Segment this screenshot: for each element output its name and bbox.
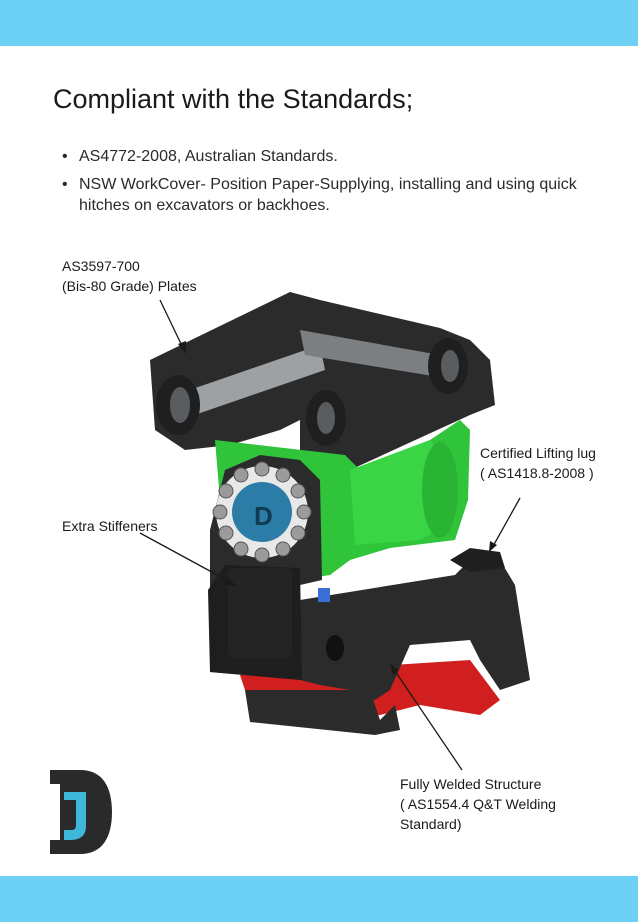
stiffener-box xyxy=(208,565,302,680)
svg-text:D: D xyxy=(254,501,273,531)
red-locking-parts xyxy=(240,660,500,718)
bullet-icon: • xyxy=(62,148,68,165)
callout-welded-structure: Fully Welded Structure ( AS1554.4 Q&T We… xyxy=(400,774,556,834)
callout-stiffeners: Extra Stiffeners xyxy=(62,516,157,536)
front-pin xyxy=(175,345,325,420)
standards-item: • NSW WorkCover- Position Paper-Supplyin… xyxy=(62,174,602,216)
rear-pin xyxy=(175,330,305,418)
callout-welded-line1: Fully Welded Structure xyxy=(400,776,542,792)
callout-lifting-lug: Certified Lifting lug ( AS1418.8-2008 ) xyxy=(480,443,596,483)
bottom-jaw xyxy=(245,690,400,735)
bolt-hub xyxy=(216,466,308,558)
standards-item-text: NSW WorkCover- Position Paper-Supplying,… xyxy=(79,176,577,214)
callout-plates-line1: AS3597-700 xyxy=(62,258,140,274)
callout-stiffeners-line1: Extra Stiffeners xyxy=(62,518,158,534)
standards-item-text: AS4772-2008, Australian Standards. xyxy=(79,148,338,165)
top-color-band xyxy=(0,0,638,46)
standards-item: • AS4772-2008, Australian Standards. xyxy=(62,146,602,167)
bottom-color-band xyxy=(0,876,638,922)
hydraulic-cylinder xyxy=(215,420,470,578)
bullet-icon: • xyxy=(62,176,68,193)
callout-plates: AS3597-700 (Bis-80 Grade) Plates xyxy=(62,256,197,296)
lifting-lug xyxy=(450,548,505,572)
page-title: Compliant with the Standards; xyxy=(53,84,414,114)
side-plate xyxy=(210,455,530,700)
callout-welded-line3: Standard) xyxy=(400,816,462,832)
top-plate xyxy=(150,292,495,470)
callout-welded-line2: ( AS1554.4 Q&T Welding xyxy=(400,796,556,812)
brand-logo xyxy=(50,770,112,854)
callout-plates-line2: (Bis-80 Grade) Plates xyxy=(62,278,197,294)
callout-lifting-line2: ( AS1418.8-2008 ) xyxy=(480,465,594,481)
callout-lifting-line1: Certified Lifting lug xyxy=(480,445,596,461)
standards-list: • AS4772-2008, Australian Standards. • N… xyxy=(62,146,602,223)
